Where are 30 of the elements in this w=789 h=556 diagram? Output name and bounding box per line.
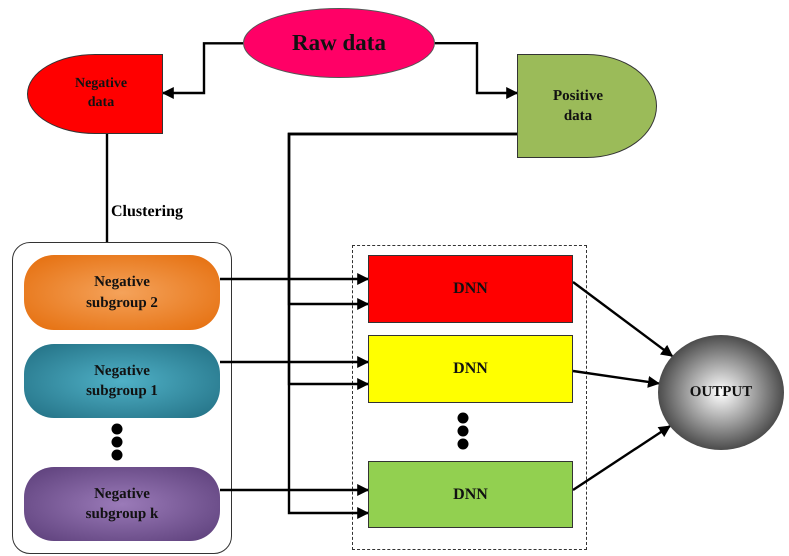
node-label: Negative subgroup 1: [85, 362, 159, 401]
dnn-box: [368, 335, 573, 403]
arrow: [572, 281, 674, 358]
data-shape: [517, 54, 657, 158]
arrow: [435, 42, 518, 99]
node-label: Negative subgroup 2: [85, 273, 159, 312]
group-container: [12, 242, 232, 554]
dashed-container: [352, 245, 587, 550]
node-label: DNN: [453, 359, 488, 380]
node-label: Negative data: [74, 75, 128, 112]
arrow: [220, 273, 370, 285]
arrow: [572, 425, 671, 491]
arrow: [162, 42, 243, 99]
subgroup-pill: [24, 344, 220, 418]
node-label: Raw data: [292, 29, 386, 58]
subgroup-pill: [24, 255, 220, 330]
arrow: [288, 132, 517, 519]
edge-label: Clustering: [111, 203, 183, 221]
node-label: DNN: [453, 484, 488, 505]
arrow: [572, 370, 660, 388]
arrow: [220, 484, 370, 496]
dnn-box: [368, 461, 573, 528]
node-label: Negative subgroup k: [84, 484, 160, 524]
dnn-box: [368, 255, 573, 323]
node-label: DNN: [453, 279, 488, 300]
subgroup-pill: [24, 467, 220, 541]
data-shape: [27, 54, 163, 134]
arrow: [220, 356, 370, 368]
node-label: OUTPUT: [690, 383, 752, 402]
node-label: Positive data: [552, 86, 604, 126]
